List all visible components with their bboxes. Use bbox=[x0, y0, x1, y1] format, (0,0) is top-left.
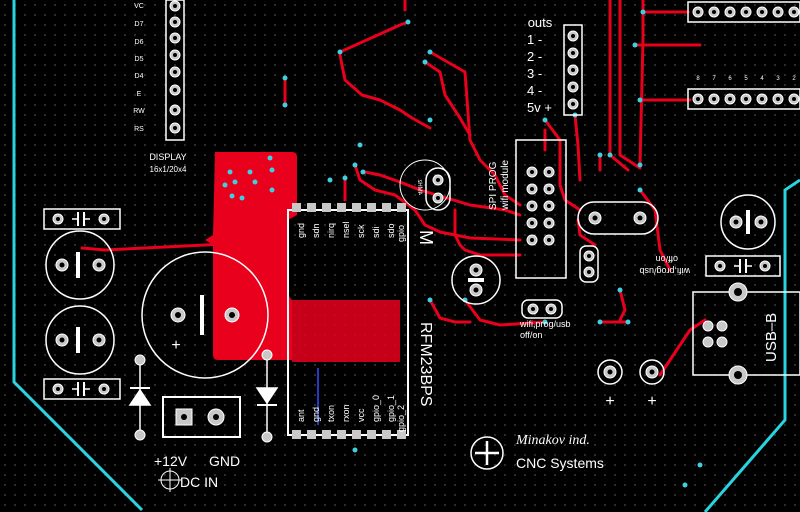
header-num-7: 7 bbox=[712, 76, 716, 82]
display-pin-e: E bbox=[137, 91, 142, 98]
rfm-pin-gpio-0: gpio_0 bbox=[371, 395, 381, 422]
cap-nonpolar-right bbox=[705, 255, 781, 277]
rfm-pin-vcc: vcc bbox=[356, 408, 366, 422]
dc-in-connector bbox=[162, 396, 241, 438]
crystal-oval bbox=[577, 201, 659, 235]
dc-in-label: DC IN bbox=[180, 474, 218, 490]
brand-name: Minakov ind. bbox=[515, 433, 590, 448]
cap-nonpolar-top bbox=[43, 208, 121, 230]
copper-pour bbox=[205, 152, 297, 360]
header-num-3: 3 bbox=[776, 76, 780, 82]
spi-label-2: wifi module bbox=[500, 160, 511, 211]
display-title: DISPLAY bbox=[149, 152, 186, 162]
fiducial-dc bbox=[158, 468, 182, 492]
display-pin-d7: D7 bbox=[135, 21, 144, 28]
rfm-pin-nsel: nsel bbox=[341, 221, 351, 238]
usb-b-connector bbox=[692, 282, 800, 385]
rfm-pin-gnd-b: gnd bbox=[311, 407, 321, 422]
rfm23bps-module bbox=[287, 203, 409, 439]
header-num-6: 6 bbox=[728, 76, 732, 82]
rfm-pin-sdn: sdn bbox=[311, 223, 321, 238]
terminal-left bbox=[597, 359, 623, 385]
power-12v-label: +12V bbox=[154, 453, 188, 469]
header-num-8: 8 bbox=[696, 76, 700, 82]
rfm-pin-gnd: gnd bbox=[296, 223, 306, 238]
header-num-5: 5 bbox=[744, 76, 748, 82]
rfm-pin-sdo: sdo bbox=[386, 223, 396, 238]
crystal-label: 4MHz bbox=[416, 179, 422, 195]
display-header bbox=[165, 0, 185, 141]
outs-item-5: 5v + bbox=[527, 100, 552, 115]
rfm-title: RFM23BPS bbox=[417, 322, 434, 406]
outs-item-1: 1 - bbox=[527, 32, 542, 47]
m-mark: M bbox=[416, 230, 436, 245]
outs-item-4: 4 - bbox=[527, 83, 542, 98]
diode-right bbox=[255, 360, 279, 432]
wifi-switch-mirror-1: wifi,prog/usb bbox=[639, 266, 691, 276]
header-top-right-2 bbox=[687, 88, 800, 110]
electrolytic-cap-left-1 bbox=[45, 230, 115, 300]
rfm-pin-gpio-1: gpio_1 bbox=[386, 395, 396, 422]
board-outline-left bbox=[12, 0, 144, 512]
outs-item-2: 2 - bbox=[527, 49, 542, 64]
display-subtitle: 16x1/20x4 bbox=[150, 165, 187, 174]
copper-traces bbox=[80, 0, 707, 377]
rfm-pin-sdi: sdi bbox=[371, 226, 381, 238]
wifi-switch-bottom bbox=[521, 299, 563, 319]
display-pin-d4: D4 bbox=[135, 73, 144, 80]
terminal-right bbox=[639, 359, 665, 385]
electrolytic-cap-small bbox=[451, 255, 501, 305]
wifi-switch-label-2: off/on bbox=[520, 330, 542, 340]
header-num-4: 4 bbox=[760, 76, 764, 82]
crystal-small bbox=[425, 167, 451, 211]
board-outline-right bbox=[703, 178, 800, 512]
brand-tagline: CNC Systems bbox=[516, 455, 604, 471]
electrolytic-cap-large bbox=[141, 251, 269, 379]
rfm-pin-sck: sck bbox=[356, 224, 366, 238]
display-pin-d5: D5 bbox=[135, 56, 144, 63]
electrolytic-cap-left-2 bbox=[45, 305, 115, 375]
rfm-pin-rxon: rxon bbox=[341, 404, 351, 422]
spi-prog-connector bbox=[515, 139, 567, 279]
rfm-pin-ant: ant bbox=[296, 409, 306, 422]
vias bbox=[222, 9, 703, 488]
cap-nonpolar-bottom bbox=[43, 378, 121, 400]
diode-left bbox=[128, 365, 152, 432]
wifi-switch-mirror-2: off/on bbox=[656, 254, 678, 264]
outs-header bbox=[563, 24, 583, 116]
header-top-right-1 bbox=[687, 1, 800, 23]
usb-label: USB–B bbox=[763, 313, 780, 362]
copper-pour-rfm bbox=[292, 300, 400, 362]
electrolytic-cap-right bbox=[720, 194, 776, 250]
terminal-plus-left: + bbox=[605, 393, 614, 410]
spi-label-1: SPI PROG bbox=[488, 161, 499, 210]
outs-item-3: 3 - bbox=[527, 66, 542, 81]
rfm-pin-txon: txon bbox=[326, 405, 336, 422]
display-pin-rw: RW bbox=[133, 108, 145, 115]
power-gnd-label: GND bbox=[209, 453, 240, 469]
header-num-2: 2 bbox=[792, 76, 796, 82]
rfm-pin-gpio-2: gpio_2 bbox=[396, 405, 406, 432]
outs-title: outs bbox=[528, 15, 553, 30]
wifi-switch-label-1: wifi,prog/usb bbox=[519, 319, 571, 329]
terminal-plus-right: + bbox=[647, 393, 656, 410]
rfm-pin-gpio: gpio bbox=[396, 225, 406, 242]
switch-vertical bbox=[579, 245, 599, 283]
rfm-pin-nirq: nirq bbox=[326, 223, 336, 238]
cap-plus-sign: + bbox=[171, 337, 180, 354]
display-pin-rs: RS bbox=[134, 126, 144, 133]
brand-fiducial-icon bbox=[470, 436, 504, 470]
display-pin-vc: VC bbox=[134, 3, 144, 10]
display-pin-d6: D6 bbox=[135, 39, 144, 46]
